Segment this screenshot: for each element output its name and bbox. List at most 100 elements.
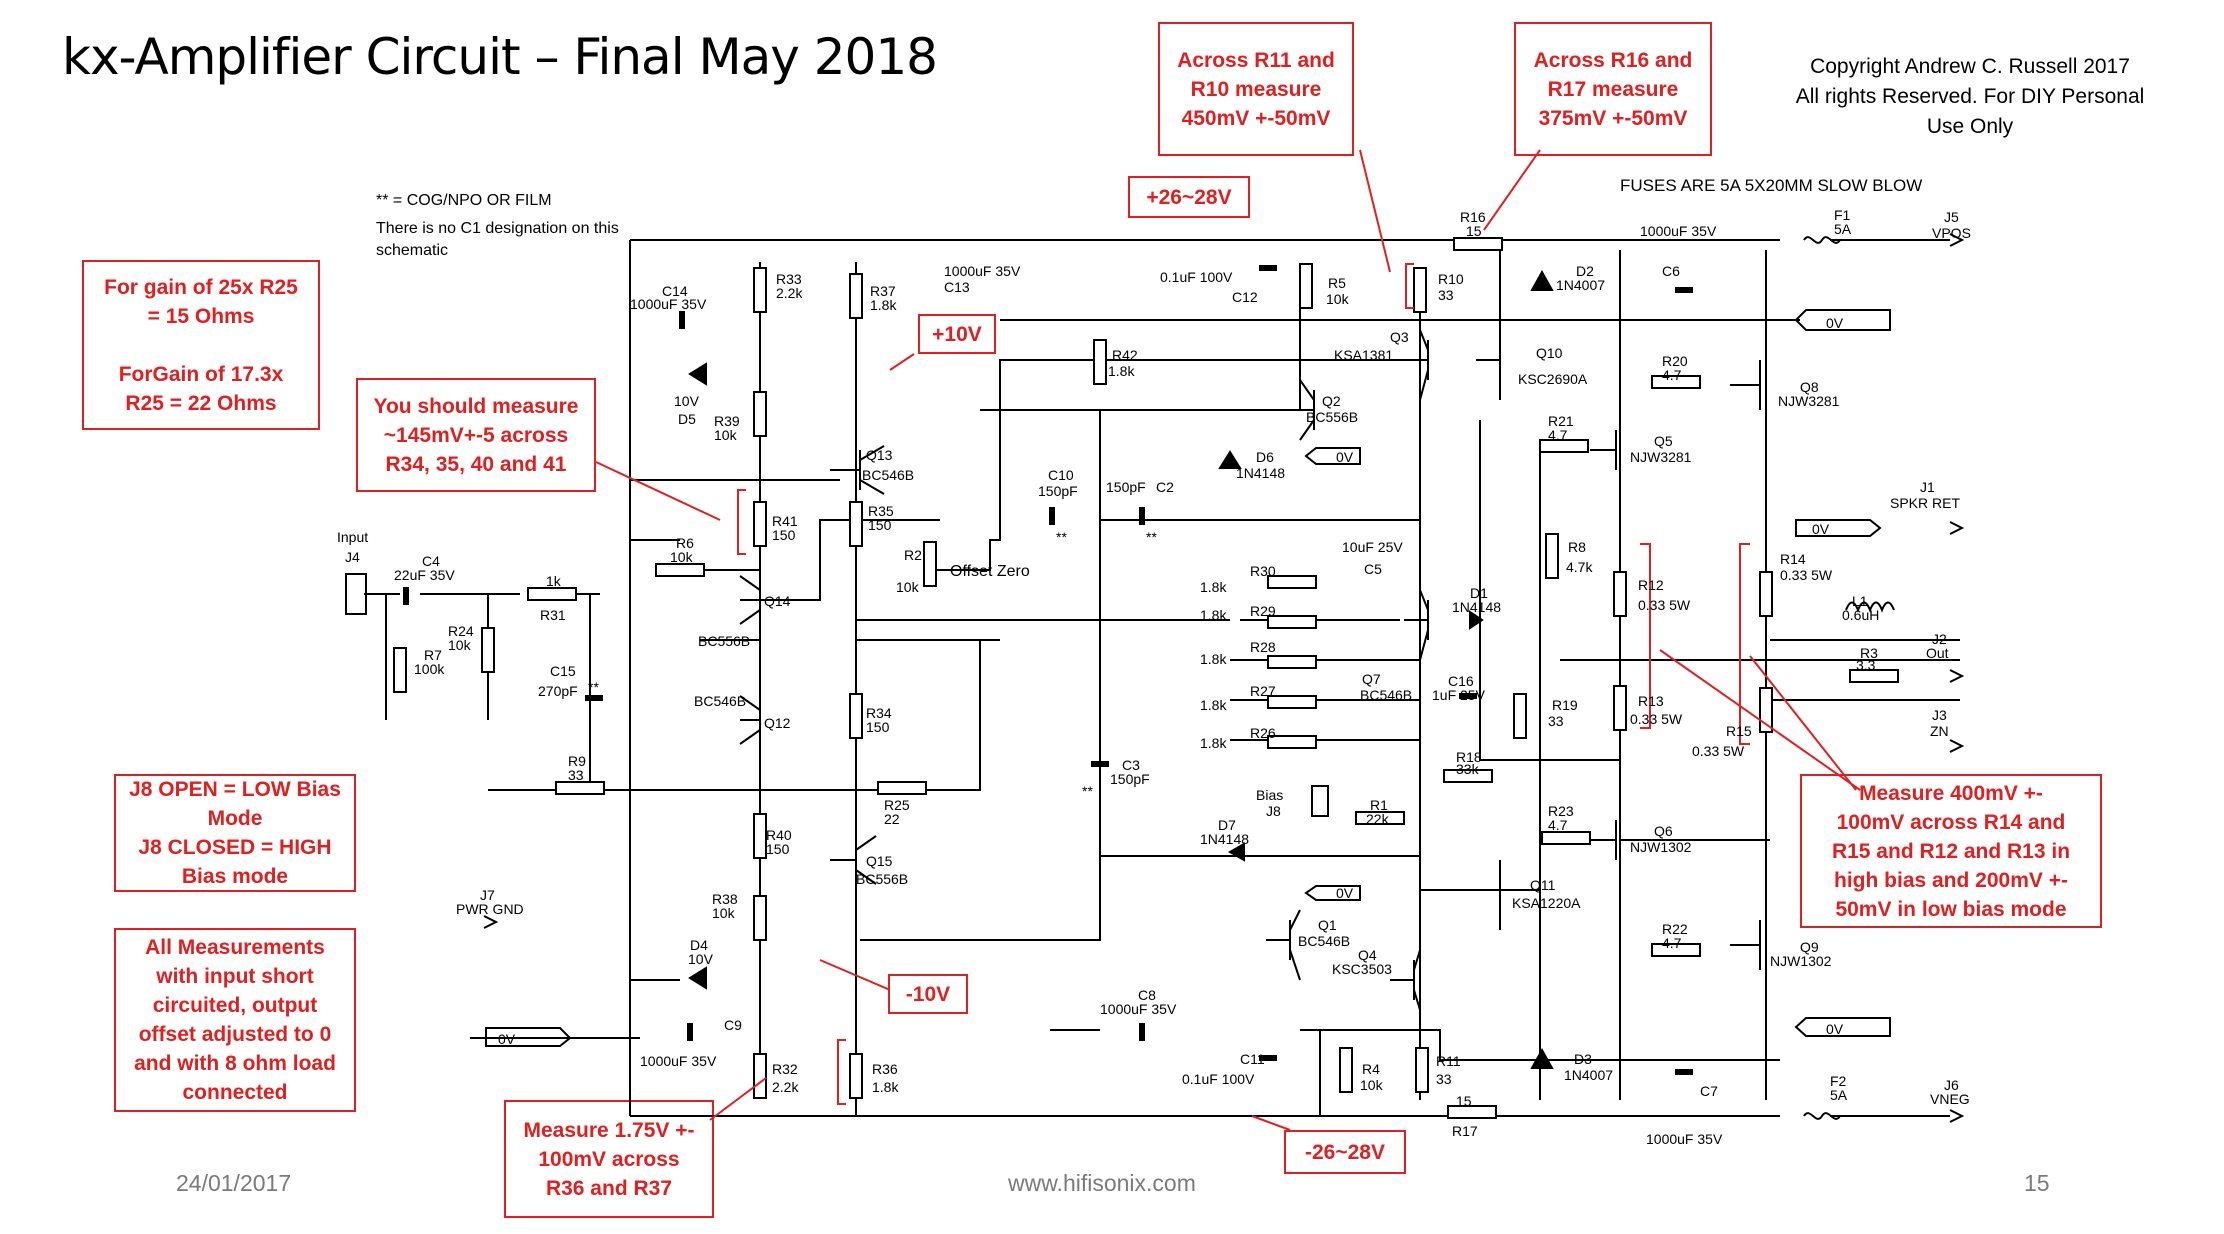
r34-callout-text: You should measure ~145mV+-5 across R34,… — [373, 394, 579, 476]
label-J1-name: SPKR RET — [1890, 495, 1960, 511]
label-Q15: Q15 — [866, 853, 893, 869]
label-R22: R22 — [1662, 921, 1688, 937]
label-Q5-type: NJW3281 — [1630, 449, 1692, 465]
label-R32-val: 2.2k — [772, 1079, 799, 1095]
label-R19: R19 — [1552, 697, 1578, 713]
label-J5: J5 — [1944, 209, 1959, 225]
label-R32: R32 — [772, 1061, 798, 1077]
label-C3-val: 150pF — [1110, 771, 1150, 787]
label-R8-val: 4.7k — [1566, 559, 1593, 575]
label-R42: R42 — [1112, 347, 1138, 363]
callout-markers — [595, 149, 1861, 1131]
label-C10-val: 150pF — [1038, 483, 1078, 499]
label-R5-val: 10k — [1326, 291, 1350, 307]
label-C15: C15 — [550, 663, 576, 679]
label-R21-val: 4.7 — [1548, 427, 1568, 443]
label-R20: R20 — [1662, 353, 1688, 369]
label-Q9: Q9 — [1800, 939, 1819, 955]
label-Q10-type: KSC2690A — [1518, 371, 1588, 387]
label-C12-val: 0.1uF 100V — [1160, 269, 1233, 285]
label-F1-val: 5A — [1834, 221, 1852, 237]
label-R4-val: 10k — [1360, 1077, 1384, 1093]
label-J3-name: ZN — [1930, 723, 1949, 739]
gain-callout-text: For gain of 25x R25 = 15 Ohms ForGain of… — [104, 275, 298, 415]
label-R36-val: 1.8k — [872, 1079, 899, 1095]
label-R31: R31 — [540, 607, 566, 623]
r14-r15-text: Measure 400mV +- 100mV across R14 and R1… — [1831, 781, 2071, 921]
label-R37: R37 — [870, 283, 896, 299]
label-Q4-type: KSC3503 — [1332, 961, 1392, 977]
label-R25: R25 — [884, 797, 910, 813]
label-R16: R16 — [1460, 209, 1486, 225]
label-R29: R29 — [1250, 603, 1276, 619]
page-title: kx-Amplifier Circuit – Final May 2018 — [62, 28, 938, 86]
label-C14-val: 1000uF 35V — [630, 296, 707, 312]
label-Q8: Q8 — [1800, 379, 1819, 395]
label-Q6-type: NJW1302 — [1630, 839, 1692, 855]
minus26v-text: -26~28V — [1305, 1140, 1385, 1164]
label-R37-val: 1.8k — [870, 297, 897, 313]
label-Q15-type: BC556B — [856, 871, 908, 887]
label-C2-val: 150pF — [1106, 479, 1146, 495]
plus26v-callout: +26~28V — [1128, 176, 1250, 218]
label-C7-val: 1000uF 35V — [1646, 1131, 1723, 1147]
label-R39: R39 — [714, 413, 740, 429]
label-J6-name: VNEG — [1930, 1091, 1970, 1107]
r34-callout: You should measure ~145mV+-5 across R34,… — [356, 378, 596, 492]
label-C11-val: 0.1uF 100V — [1182, 1071, 1255, 1087]
label-C15-val: 270pF — [538, 683, 578, 699]
label-dstar-c15: ** — [588, 679, 599, 695]
label-D7-type: 1N4148 — [1200, 831, 1249, 847]
label-R7: R7 — [424, 647, 442, 663]
label-C9-val: 1000uF 35V — [640, 1053, 717, 1069]
label-R18: R18 — [1456, 749, 1482, 765]
label-C2: C2 — [1156, 479, 1174, 495]
j8-bias-callout: J8 OPEN = LOW Bias Mode J8 CLOSED = HIGH… — [114, 774, 356, 892]
label-C16: C16 — [1448, 673, 1474, 689]
label-R8: R8 — [1568, 539, 1586, 555]
minus10v-callout: -10V — [888, 974, 968, 1014]
label-C5-val: 10uF 25V — [1342, 539, 1403, 555]
label-R40: R40 — [766, 827, 792, 843]
label-L1-val: 0.6uH — [1842, 607, 1879, 623]
label-F2-val: 5A — [1830, 1087, 1848, 1103]
label-J6: J6 — [1944, 1077, 1959, 1093]
label-C6: C6 — [1662, 263, 1680, 279]
label-R30-val: 1.8k — [1200, 579, 1227, 595]
label-C4-val: 22uF 35V — [394, 567, 455, 583]
r14-r15-callout: Measure 400mV +- 100mV across R14 and R1… — [1800, 774, 2102, 928]
label-R24: R24 — [448, 623, 474, 639]
label-Q7-type: BC546B — [1360, 687, 1412, 703]
label-R23-val: 4.7 — [1548, 817, 1568, 833]
label-R33: R33 — [776, 271, 802, 287]
label-R42-val: 1.8k — [1108, 363, 1135, 379]
label-dstar-c10: ** — [1056, 529, 1067, 545]
label-Q13-type: BC546B — [862, 467, 914, 483]
r36-r37-text: Measure 1.75V +- 100mV across R36 and R3… — [523, 1118, 695, 1200]
label-input: Input — [337, 529, 368, 545]
label-D6: D6 — [1256, 449, 1274, 465]
fuses-note: FUSES ARE 5A 5X20MM SLOW BLOW — [1620, 176, 1923, 195]
label-R3: R3 — [1860, 645, 1878, 661]
label-C3: C3 — [1122, 757, 1140, 773]
label-Q14: Q14 — [764, 593, 791, 609]
label-R29-val: 1.8k — [1200, 607, 1227, 623]
label-C11: C11 — [1240, 1051, 1265, 1067]
label-offset-zero: Offset Zero — [950, 563, 1030, 580]
label-R11: R11 — [1436, 1053, 1461, 1069]
label-C4: C4 — [422, 553, 440, 569]
label-Q14-type: BC556B — [698, 633, 750, 649]
label-D1-type: 1N4148 — [1452, 599, 1501, 615]
label-R9-val: 33 — [568, 767, 584, 783]
label-R17: R17 — [1452, 1123, 1478, 1139]
label-R6: R6 — [676, 535, 694, 551]
label-D6-type: 1N4148 — [1236, 465, 1285, 481]
diodes-and-caps — [403, 265, 1693, 1075]
plus10v-callout: +10V — [918, 314, 996, 354]
label-C14: C14 — [662, 283, 688, 299]
wires — [364, 239, 1960, 1117]
r16-r17-text: Across R16 and R17 measure 375mV +-50mV — [1533, 48, 1693, 130]
footer-page-number: 15 — [2024, 1170, 2050, 1196]
label-F1: F1 — [1834, 207, 1851, 223]
label-D5: D5 — [678, 411, 696, 427]
